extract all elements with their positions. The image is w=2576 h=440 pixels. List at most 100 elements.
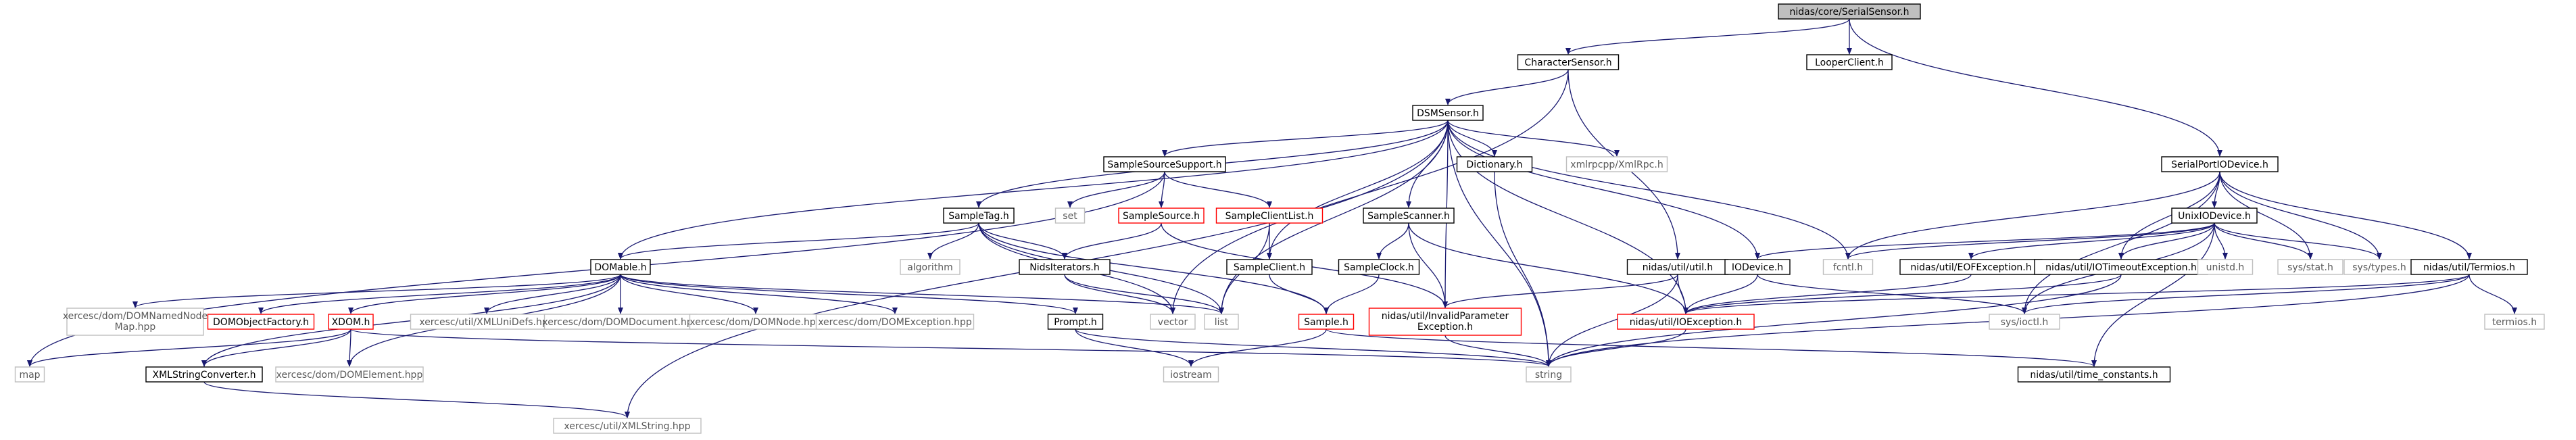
node-label-IOTimeoutException: nidas/util/IOTimeoutException.h <box>2045 262 2197 273</box>
node-UnixIODevice[interactable]: UnixIODevice.h <box>2171 207 2258 224</box>
node-DOMable[interactable]: DOMable.h <box>590 259 651 275</box>
edge-nidasutil-to-InvalidParam <box>1442 274 1678 308</box>
edge-SerialPortIODevice-to-fcntl <box>1845 171 2220 260</box>
edge-SampleClock-to-Sample <box>1323 274 1380 314</box>
node-unistd: unistd.h <box>2197 259 2254 275</box>
node-Sample[interactable]: Sample.h <box>1298 314 1355 330</box>
node-termios: termios.h <box>2484 314 2545 330</box>
node-IODevice[interactable]: IODevice.h <box>1724 259 1791 275</box>
edge-UnixIODevice-to-timeconst <box>2091 222 2215 367</box>
node-box-unistd <box>2197 259 2254 275</box>
edge-IODevice-to-sysioctl <box>1757 274 2027 314</box>
edge-IOTimeoutException-to-IOException <box>1683 274 2122 314</box>
node-label-SampleTag: SampleTag.h <box>948 211 1009 222</box>
edge-DOMable-to-list <box>620 274 1224 314</box>
edge-DOMable-to-NamedNodeMap <box>132 274 621 308</box>
node-box-CharacterSensor <box>1517 54 1620 70</box>
node-box-Sample <box>1298 314 1355 330</box>
node-label-SerialSensor: nidas/core/SerialSensor.h <box>1790 7 1910 18</box>
edge-IOException-to-string <box>1546 328 1686 367</box>
edge-DOMable-to-DOMNode <box>620 274 758 314</box>
node-Dictionary[interactable]: Dictionary.h <box>1456 156 1533 172</box>
edge-nidasutil-to-string <box>1546 274 1678 367</box>
node-SampleTag[interactable]: SampleTag.h <box>943 207 1015 224</box>
node-label-termios: termios.h <box>2492 317 2537 328</box>
node-string: string <box>1526 366 1572 383</box>
edge-Sample-to-timeconst <box>1326 328 2097 367</box>
node-label-unistd: unistd.h <box>2206 262 2245 273</box>
node-DOMObjectFactory[interactable]: DOMObjectFactory.h <box>207 314 315 330</box>
edge-DSMSensor-to-IODevice <box>1447 120 1760 260</box>
node-box-IODevice <box>1724 259 1791 275</box>
node-SampleClock[interactable]: SampleClock.h <box>1338 259 1420 275</box>
node-box-map <box>14 366 45 383</box>
edge-DOMable-to-DOMException <box>620 274 898 314</box>
node-DOMDocument: xercesc/dom/DOMDocument.hpp <box>542 314 699 330</box>
edge-DOMable-to-DOMObjectFactory <box>258 274 621 314</box>
node-label-vector: vector <box>1158 317 1188 328</box>
node-SampleClient[interactable]: SampleClient.h <box>1226 259 1313 275</box>
node-box-LooperClient <box>1806 54 1893 70</box>
node-XMLStringConverter[interactable]: XMLStringConverter.h <box>145 366 263 383</box>
node-box-set <box>1054 207 1086 224</box>
edge-UnixIODevice-to-unistd <box>2214 222 2228 260</box>
edge-XDOM-to-map <box>27 328 351 367</box>
edge-IOTimeoutException-to-string <box>1546 274 2122 367</box>
node-box-NamedNodeMap <box>66 308 204 336</box>
node-box-fcntl <box>1822 259 1874 275</box>
edge-NidsIterators-to-list <box>1064 274 1224 314</box>
node-IOException[interactable]: nidas/util/IOException.h <box>1617 314 1755 330</box>
node-NidsIterators[interactable]: NidsIterators.h <box>1019 259 1111 275</box>
node-label-SampleClock: SampleClock.h <box>1344 262 1414 273</box>
node-DOMNode: xercesc/dom/DOMNode.hpp <box>689 314 823 330</box>
node-box-DOMElement <box>275 366 424 383</box>
node-Prompt[interactable]: Prompt.h <box>1047 314 1104 330</box>
node-SampleScanner[interactable]: SampleScanner.h <box>1363 207 1455 224</box>
node-box-DSMSensor <box>1412 105 1484 121</box>
node-box-SampleSource <box>1118 207 1205 224</box>
edge-DSMSensor-to-SampleClient <box>1267 120 1449 260</box>
node-label-set: set <box>1063 211 1077 222</box>
edge-XDOM-to-DOMElement <box>347 328 353 367</box>
edge-UnixIODevice-to-EOFException <box>1968 222 2215 260</box>
node-SampleSourceSupport[interactable]: SampleSourceSupport.h <box>1103 156 1226 172</box>
node-XDOM[interactable]: XDOM.h <box>328 314 374 330</box>
edge-SampleScanner-to-InvalidParam <box>1408 222 1448 308</box>
node-label-LooperClient: LooperClient.h <box>1815 57 1884 68</box>
node-CharacterSensor[interactable]: CharacterSensor.h <box>1517 54 1620 70</box>
edge-CharacterSensor-to-DSMSensor <box>1445 69 1569 105</box>
node-box-XMLStringConverter <box>145 366 263 383</box>
node-box-sysioctl <box>1989 314 2060 330</box>
node-SampleClientList[interactable]: SampleClientList.h <box>1215 207 1323 224</box>
node-nidasutil[interactable]: nidas/util/util.h <box>1626 259 1729 275</box>
edge-DSMSensor-to-xmlrpc <box>1447 120 1620 157</box>
node-SampleSource[interactable]: SampleSource.h <box>1118 207 1205 224</box>
node-label-XDOM: XDOM.h <box>332 317 370 328</box>
node-label-UnixIODevice: UnixIODevice.h <box>2178 211 2251 222</box>
node-label-SampleScanner: SampleScanner.h <box>1367 211 1450 222</box>
node-DSMSensor[interactable]: DSMSensor.h <box>1412 105 1484 121</box>
node-box-xmlrpc <box>1565 156 1668 172</box>
node-set: set <box>1054 207 1086 224</box>
edge-DSMSensor-to-string <box>1447 120 1551 367</box>
edge-DSMSensor-to-DOMable <box>618 120 1449 260</box>
node-IOTimeoutException[interactable]: nidas/util/IOTimeoutException.h <box>2034 259 2208 275</box>
edge-Termios-to-termios <box>2469 274 2517 314</box>
edge-UnixIODevice-to-sysstat <box>2214 222 2313 260</box>
node-label-CharacterSensor: CharacterSensor.h <box>1524 57 1611 68</box>
node-SerialPortIODevice[interactable]: SerialPortIODevice.h <box>2161 156 2279 172</box>
node-Termios[interactable]: nidas/util/Termios.h <box>2410 259 2528 275</box>
edge-DSMSensor-to-list <box>1219 120 1449 314</box>
node-EOFException[interactable]: nidas/util/EOFException.h <box>1899 259 2043 275</box>
node-label-algorithm: algorithm <box>907 262 953 273</box>
node-XMLUniDefs: xercesc/util/XMLUniDefs.hpp <box>410 314 564 330</box>
node-LooperClient[interactable]: LooperClient.h <box>1806 54 1893 70</box>
nodes-layer: nidas/core/SerialSensor.hCharacterSensor… <box>14 3 2545 434</box>
node-SerialSensor[interactable]: nidas/core/SerialSensor.h <box>1778 3 1921 20</box>
node-box-XMLString <box>553 418 702 434</box>
node-timeconst[interactable]: nidas/util/time_constants.h <box>2017 366 2171 383</box>
node-label-xmlrpc: xmlrpcpp/XmlRpc.h <box>1570 160 1663 170</box>
node-box-string <box>1526 366 1572 383</box>
